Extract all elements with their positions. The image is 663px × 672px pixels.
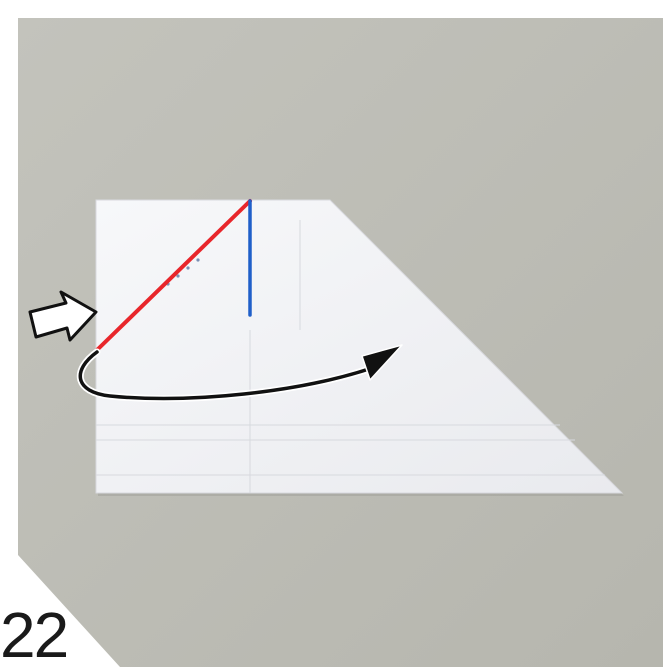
step-number: 22 (0, 603, 120, 667)
